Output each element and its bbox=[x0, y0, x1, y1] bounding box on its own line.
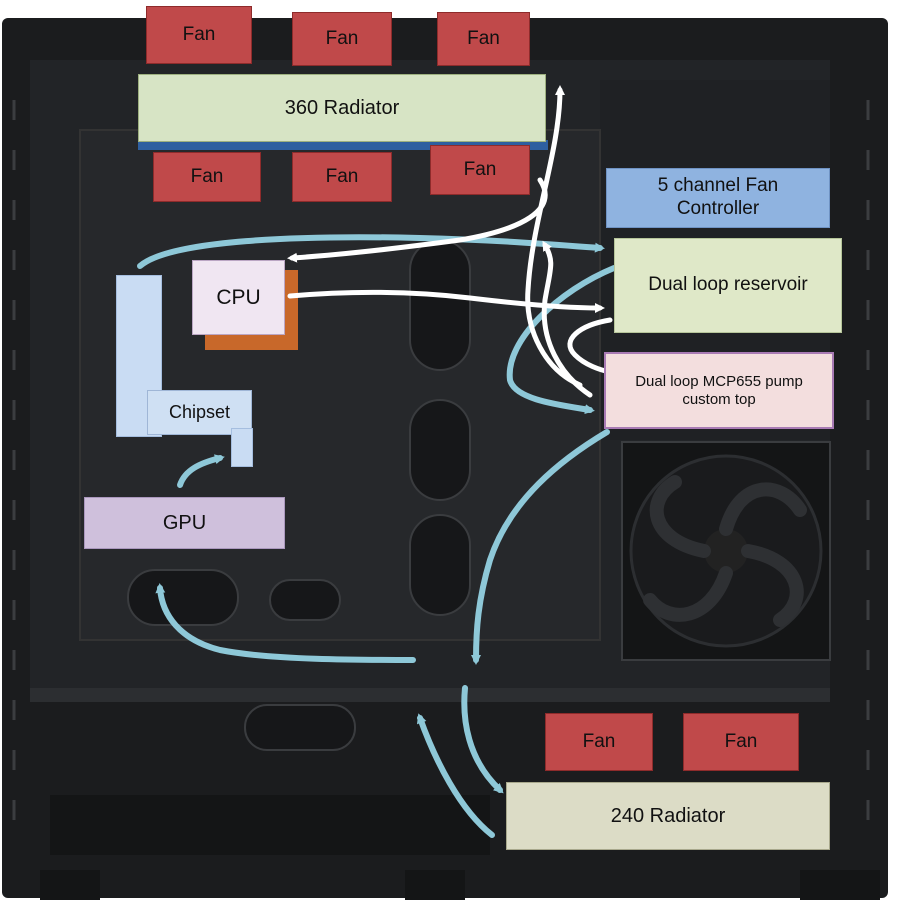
left-rail-holes bbox=[12, 100, 870, 820]
chipset-connector bbox=[231, 428, 253, 467]
gpu-block: GPU bbox=[84, 497, 285, 549]
fan-top-2: Fan bbox=[292, 12, 392, 66]
hot-loop-lines bbox=[287, 85, 615, 398]
fan-bottom-2: Fan bbox=[683, 713, 799, 771]
fan-under-2: Fan bbox=[292, 152, 392, 202]
case-foot-left bbox=[40, 870, 100, 900]
bottom-grille bbox=[50, 795, 490, 855]
dual-loop-pump: Dual loop MCP655 pump custom top bbox=[604, 352, 834, 429]
dual-loop-reservoir: Dual loop reservoir bbox=[614, 238, 842, 333]
cpu-block: CPU bbox=[192, 260, 285, 335]
fan-bottom-1: Fan bbox=[545, 713, 653, 771]
fan-top-1: Fan bbox=[146, 6, 252, 64]
psu-shroud bbox=[30, 688, 830, 702]
case-foot-right bbox=[800, 870, 880, 900]
radiator-360: 360 Radiator bbox=[138, 74, 546, 142]
rear-exhaust-fan bbox=[621, 441, 831, 661]
fan-under-3: Fan bbox=[430, 145, 530, 195]
radiator-240: 240 Radiator bbox=[506, 782, 830, 850]
fan-top-3: Fan bbox=[437, 12, 530, 66]
case-foot-center bbox=[405, 870, 465, 900]
fan-under-1: Fan bbox=[153, 152, 261, 202]
chipset-block: Chipset bbox=[147, 390, 252, 435]
radiator-360-strip bbox=[138, 140, 548, 150]
fan-controller: 5 channel Fan Controller bbox=[606, 168, 830, 228]
